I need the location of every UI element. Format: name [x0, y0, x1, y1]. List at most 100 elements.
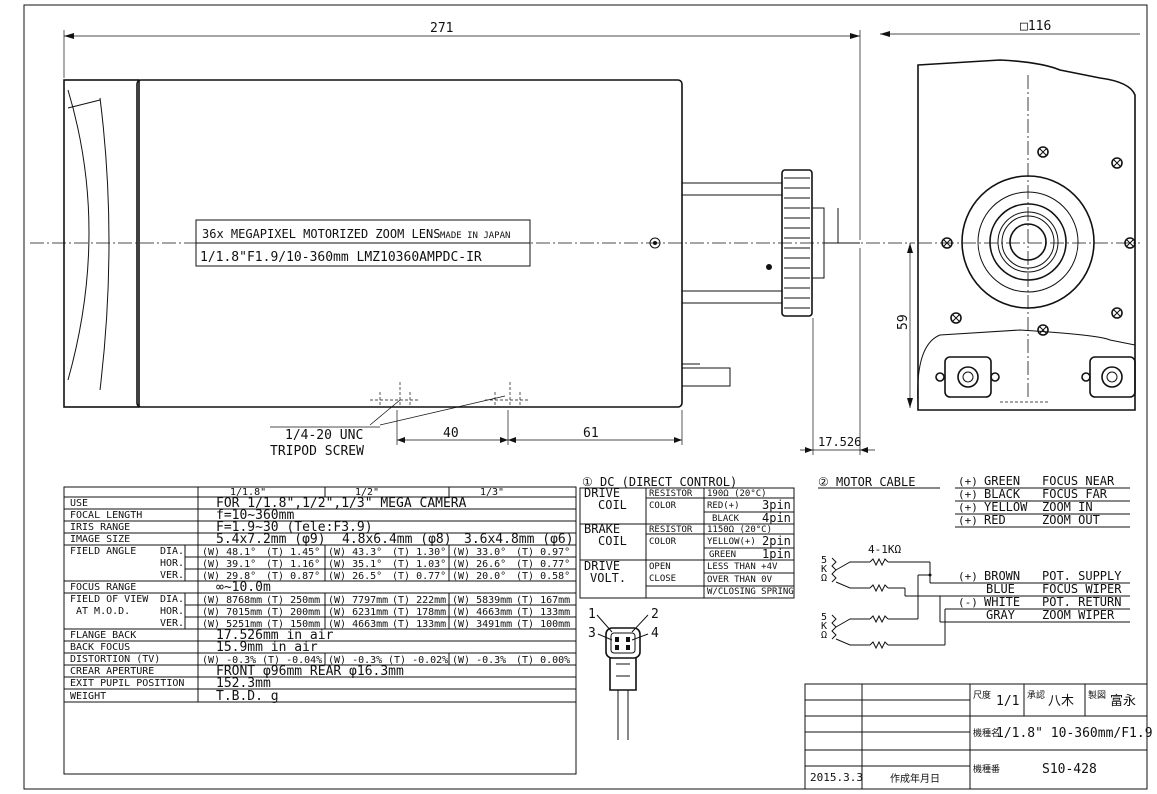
row-label-distortion: DISTORTION (TV) — [70, 654, 160, 665]
conn-pin2: 2 — [651, 607, 659, 622]
motor-cable: ② MOTOR CABLE (+) GREEN FOCUS NEAR (+) B… — [818, 474, 1130, 650]
motor-sign: (-) — [958, 596, 978, 609]
fov-cell: (W) 8768mm — [202, 595, 262, 606]
tb-date: 2015.3.3 — [810, 771, 863, 784]
motor-color: WHITE — [984, 595, 1020, 609]
motor-color: GREEN — [984, 474, 1020, 488]
row-value-flange: 17.526mm in air — [216, 628, 334, 643]
sub-ver: VER. — [160, 618, 184, 629]
dc-black: BLACK — [712, 514, 740, 524]
sub-hor: HOR. — [160, 606, 184, 617]
dc-volt: VOLT. — [590, 571, 626, 585]
bolt-icon — [941, 146, 1136, 336]
sub-hor: HOR. — [160, 558, 184, 569]
tripod-label: TRIPOD SCREW — [270, 444, 364, 459]
dc-r1: 190Ω (20°C) — [707, 489, 767, 499]
row-value-weight: T.B.D. g — [216, 689, 279, 704]
dc-drive: DRIVE — [584, 486, 620, 500]
motor-sign: (+) — [958, 475, 978, 488]
row-value-backfocus: 15.9mm in air — [216, 640, 318, 655]
fov-cell: (T) 100mm — [516, 619, 570, 630]
pot-label: 5 — [821, 555, 827, 566]
fa-cell: (T) 0.87° — [266, 571, 320, 582]
dist-cell: (W) -0.3% — [452, 655, 506, 666]
row-value-aperture: FRONT φ96mm REAR φ16.3mm — [216, 664, 404, 679]
sub-ver: VER. — [160, 570, 184, 581]
fov-cell: (W) 7015mm — [202, 607, 262, 618]
connector-left — [944, 356, 992, 398]
dc-resistor: RESISTOR — [649, 489, 693, 499]
fa-cell: (T) 1.45° — [266, 547, 320, 558]
motor-func: FOCUS FAR — [1042, 487, 1108, 501]
fov-cell: (W) 6231mm — [328, 607, 388, 618]
dc-green: GREEN — [709, 550, 736, 560]
tb-drafter: 富永 — [1110, 693, 1136, 709]
dim-59: 59 — [896, 314, 911, 330]
fov-cell: (T) 150mm — [266, 619, 320, 630]
pot-label: Ω — [821, 573, 827, 584]
motor-color: RED — [984, 513, 1006, 527]
dc-ot: OVER THAN 0V — [707, 575, 773, 585]
fov-cell: (T) 178mm — [392, 607, 446, 618]
label-plate: 36x MEGAPIXEL MOTORIZED ZOOM LENS MADE I… — [195, 219, 531, 267]
conn-pin1: 1 — [588, 607, 596, 622]
dc-coil: COIL — [598, 498, 627, 512]
fa-cell: (W) 26.6° — [452, 559, 506, 570]
dc-red: RED(+) — [707, 501, 740, 511]
fov-cell: (W) 5839mm — [452, 595, 512, 606]
fov-cell: (W) 4663mm — [328, 619, 388, 630]
row-label-backfocus: BACK FOCUS — [70, 642, 130, 653]
dist-cell: (T) -0.04% — [262, 655, 322, 666]
fa-cell: (T) 0.97° — [516, 547, 570, 558]
fov-cell: (W) 5251mm — [202, 619, 262, 630]
fov-cell: (T) 250mm — [266, 595, 320, 606]
row-label-iris: IRIS RANGE — [70, 522, 130, 533]
tb-model-label: 機種名 — [973, 727, 1000, 739]
dist-cell: (T) 0.00% — [516, 655, 570, 666]
dc-drive: DRIVE — [584, 559, 620, 573]
tb-approver: 八木 — [1048, 694, 1074, 709]
row-value-focal: f=10~360mm — [216, 508, 294, 523]
row-label-flange: FLANGE BACK — [70, 630, 136, 641]
fa-cell: (W) 29.8° — [202, 571, 256, 582]
tb-scale: 1/1 — [996, 694, 1019, 709]
pot-label: 5 — [821, 612, 827, 623]
dimensions-side: 271 40 61 17.526 1/4-20 UNC TRIPOD SCREW — [63, 21, 875, 459]
screw-icon — [766, 264, 772, 270]
fov-cell: (T) 133mm — [392, 619, 446, 630]
conn-pin3: 3 — [588, 626, 596, 641]
title-block: 尺度 1/1 承認 八木 製図 富永 機種名 1/1.8" 10-360mm/F… — [804, 683, 1153, 790]
dim-61: 61 — [583, 426, 599, 441]
motor-func: FOCUS WIPER — [1042, 582, 1122, 596]
fov-cell: (T) 133mm — [516, 607, 570, 618]
lens-hood — [63, 79, 140, 408]
dc-pin3: 3pin — [762, 498, 791, 512]
tb-date-label: 作成年月日 — [890, 772, 940, 785]
knurl-lines — [784, 177, 810, 309]
fa-cell: (T) 1.30° — [392, 547, 446, 558]
motor-color: BLACK — [984, 487, 1021, 501]
fov-cell: (T) 200mm — [266, 607, 320, 618]
motor-func: ZOOM OUT — [1042, 513, 1100, 527]
spec-table: 1/1.8" 1/2" 1/3" USE FOR 1/1.8",1/2",1/3… — [63, 486, 577, 775]
pot-label: K — [821, 564, 827, 575]
motor-color: BLUE — [986, 582, 1015, 596]
dc-open: OPEN — [649, 562, 671, 572]
dc-close: CLOSE — [649, 574, 676, 584]
dim-total-length: 271 — [430, 21, 453, 36]
dim-17526: 17.526 — [818, 435, 861, 449]
label-line1: 36x MEGAPIXEL MOTORIZED ZOOM LENS — [202, 227, 440, 241]
drawing-frame — [23, 4, 1148, 790]
dc-lt: LESS THAN +4V — [707, 562, 778, 572]
resistor-label: 4-1KΩ — [868, 543, 901, 556]
fov-cell: (T) 167mm — [516, 595, 570, 606]
tb-number: S10-428 — [1042, 762, 1097, 777]
row-value-use: FOR 1/1.8",1/2",1/3" MEGA CAMERA — [216, 496, 467, 511]
dc-pin2: 2pin — [762, 534, 791, 548]
fa-cell: (W) 33.0° — [452, 547, 506, 558]
dc-pin4: 4pin — [762, 511, 791, 525]
fa-cell: (T) 0.77° — [392, 571, 446, 582]
motor-sign: (+) — [958, 501, 978, 514]
conn-pin4: 4 — [651, 626, 659, 641]
dc-pin1: 1pin — [762, 547, 791, 561]
